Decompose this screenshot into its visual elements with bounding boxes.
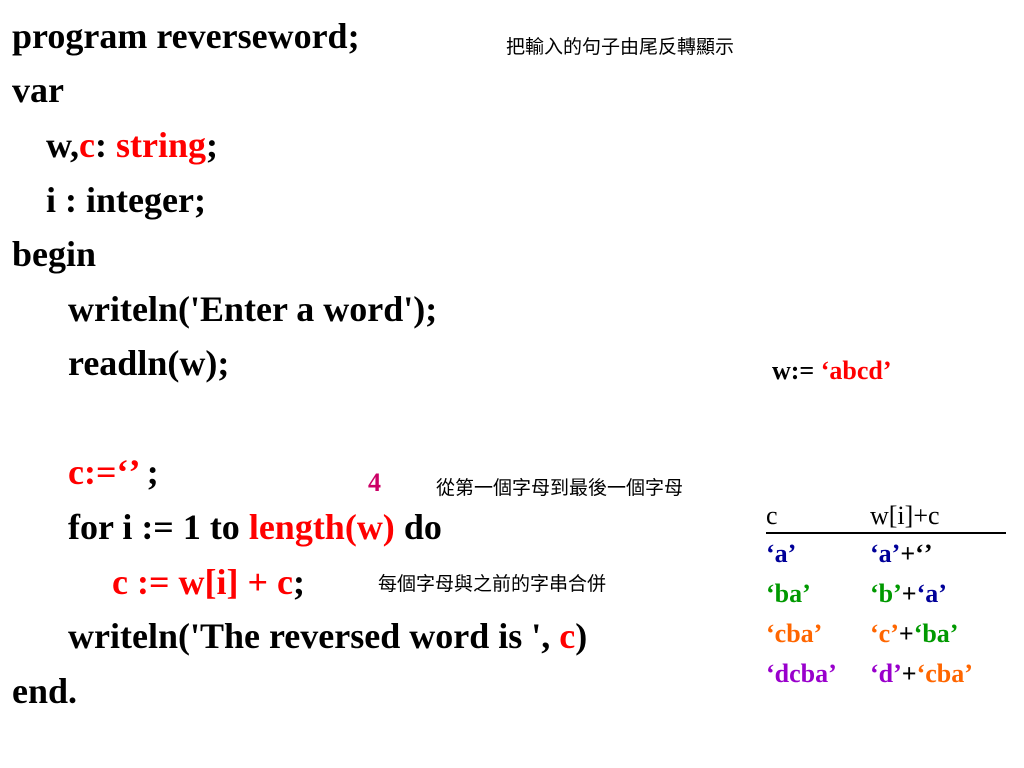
concat-expr: c := w[i] + c (112, 562, 293, 602)
w-assignment: w:= ‘abcd’ (772, 356, 892, 385)
trace-header-row: c w[i]+c (766, 500, 1006, 534)
title-note: 把輸入的句子由尾反轉顯示 (506, 36, 735, 58)
code-line-decl-wc: w,c: string; (46, 125, 218, 165)
code-line-init-c: c:=‘’ ; (68, 452, 159, 492)
code-line-var: var (12, 70, 64, 110)
trace-table: c w[i]+c ‘a’ ‘a’+‘’ ‘ba’ ‘b’+‘a’ ‘cba’ ‘… (766, 500, 1006, 694)
concat-note: 每個字母與之前的字串合併 (378, 573, 607, 595)
trace-c: ‘a’ (766, 539, 797, 568)
code-line-program: program reverseword; (12, 16, 360, 56)
trace-expr: ‘b’+‘a’ (870, 579, 947, 608)
trace-c: ‘dcba’ (766, 659, 837, 688)
trace-expr: ‘d’+‘cba’ (870, 659, 973, 688)
type-string: string (116, 125, 206, 165)
w-value: ‘abcd’ (820, 356, 892, 385)
trace-expr: ‘c’+‘ba’ (870, 619, 959, 648)
var-c: c (79, 125, 95, 165)
code-line-readln: readln(w); (68, 343, 230, 383)
code-line-for: for i := 1 to length(w) do (68, 507, 442, 547)
trace-expr: ‘a’+‘’ (870, 539, 933, 568)
loop-count: 4 (368, 468, 381, 497)
result-c: c (559, 616, 576, 656)
init-c-assign: c:=‘’ (68, 452, 138, 492)
trace-row: ‘ba’ ‘b’+‘a’ (766, 574, 1006, 614)
trace-row: ‘a’ ‘a’+‘’ (766, 533, 1006, 574)
trace-c: ‘cba’ (766, 619, 823, 648)
code-line-decl-i: i : integer; (46, 180, 206, 220)
code-line-begin: begin (12, 234, 97, 274)
trace-row: ‘cba’ ‘c’+‘ba’ (766, 614, 1006, 654)
trace-header-c: c (766, 500, 870, 534)
length-call: length(w) (248, 507, 395, 547)
trace-header-wic: w[i]+c (870, 500, 1006, 534)
code-line-end: end. (12, 671, 78, 711)
trace-c: ‘ba’ (766, 579, 811, 608)
trace-row: ‘dcba’ ‘d’+‘cba’ (766, 654, 1006, 694)
code-line-writeln-prompt: writeln('Enter a word'); (68, 289, 438, 329)
loop-note: 從第一個字母到最後一個字母 (436, 477, 684, 499)
code-line-concat: c := w[i] + c; (112, 562, 305, 602)
code-line-writeln-result: writeln('The reversed word is ', c) (68, 616, 588, 656)
